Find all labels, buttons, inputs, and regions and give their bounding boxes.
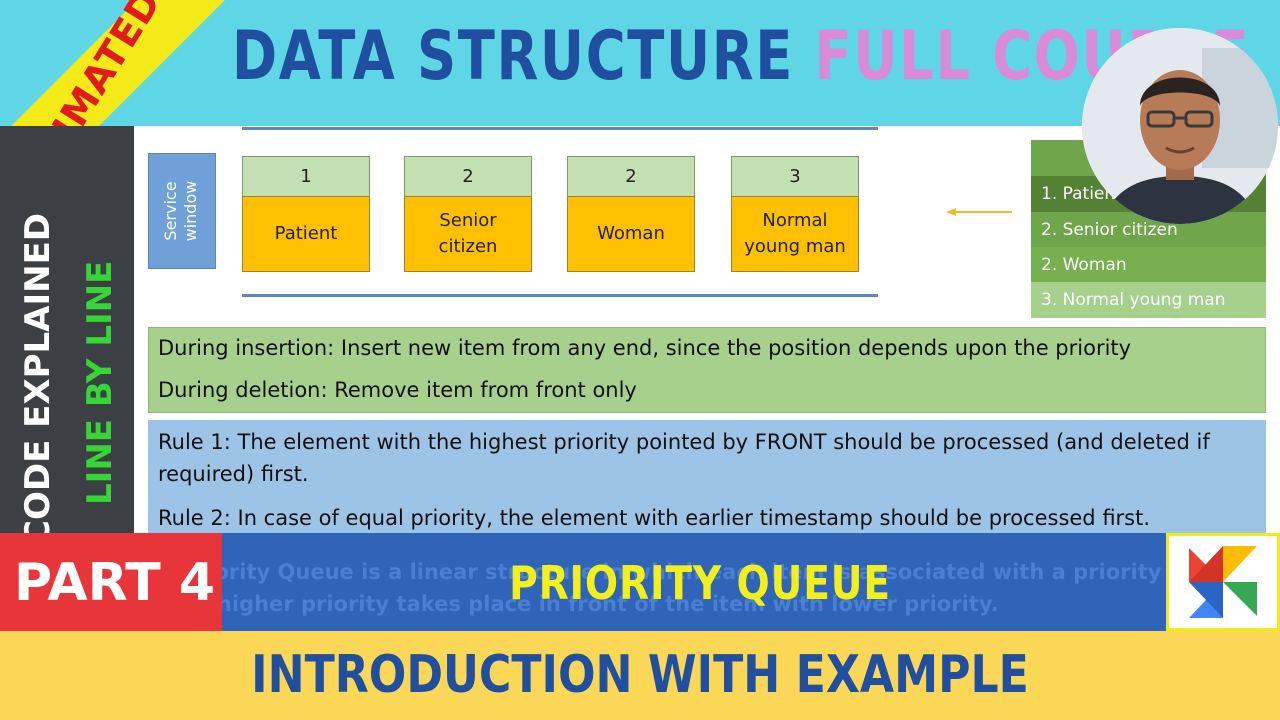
bottom-band: [0, 631, 1280, 720]
left-arrow-icon: [946, 208, 1012, 216]
queue-item-priority: 2: [404, 156, 532, 196]
queue-item-label: Patient: [242, 196, 370, 272]
priority-list-item: 2. Woman: [1031, 247, 1266, 283]
priority-list-item: 2. Senior citizen: [1041, 220, 1178, 240]
queue-item-label: Senior citizen: [404, 196, 532, 272]
google-photos-logo: [1166, 533, 1280, 631]
insertion-deletion-notes: [148, 327, 1266, 413]
code-explained-label: CODE EXPLAINED: [18, 212, 58, 545]
queue-item-priority: 1: [242, 156, 370, 196]
top-banner: [0, 0, 1280, 126]
priority-list-item: 3. Normal young man: [1031, 282, 1266, 318]
part-badge: [0, 533, 222, 631]
queue-item-label: Woman: [567, 196, 695, 272]
topic-title: PRIORITY QUEUE: [509, 556, 891, 610]
left-vertical-bar: [0, 126, 134, 546]
queue-item-label: Normal young man: [731, 196, 859, 272]
course-title: DATA STRUCTURE FULL COURSE: [232, 14, 1250, 100]
part-label: PART 4: [14, 553, 216, 613]
presenter-photo: [1082, 28, 1278, 224]
course-title-part1: DATA STRUCTURE: [232, 17, 794, 96]
rule-1: Rule 1: The element with the highest pri…: [158, 430, 1210, 486]
rules-box: [148, 420, 1266, 550]
service-window-box: [148, 153, 216, 269]
insertion-note: During insertion: Insert new item from a…: [158, 336, 1132, 360]
subtitle: INTRODUCTION WITH EXAMPLE: [251, 645, 1029, 705]
queue-bottom-line: [242, 294, 878, 297]
queue-item: 2 Woman: [567, 156, 695, 272]
queue-item: 2 Senior citizen: [404, 156, 532, 272]
definition-line-2: with higher priority takes place in fron…: [158, 592, 999, 616]
definition-line-1: A Priority Queue is a linear structure i…: [158, 560, 1235, 584]
deletion-note: During deletion: Remove item from front …: [158, 378, 637, 402]
queue-item: 1 Patient: [242, 156, 370, 272]
topic-strip: [220, 533, 1166, 631]
rule-2: Rule 2: In case of equal priority, the e…: [158, 506, 1151, 530]
queue-top-line: [242, 127, 878, 130]
queue-item-priority: 3: [731, 156, 859, 196]
queue-item-priority: 2: [567, 156, 695, 196]
line-by-line-label: LINE BY LINE: [80, 260, 120, 505]
queue-item: 3 Normal young man: [731, 156, 859, 272]
